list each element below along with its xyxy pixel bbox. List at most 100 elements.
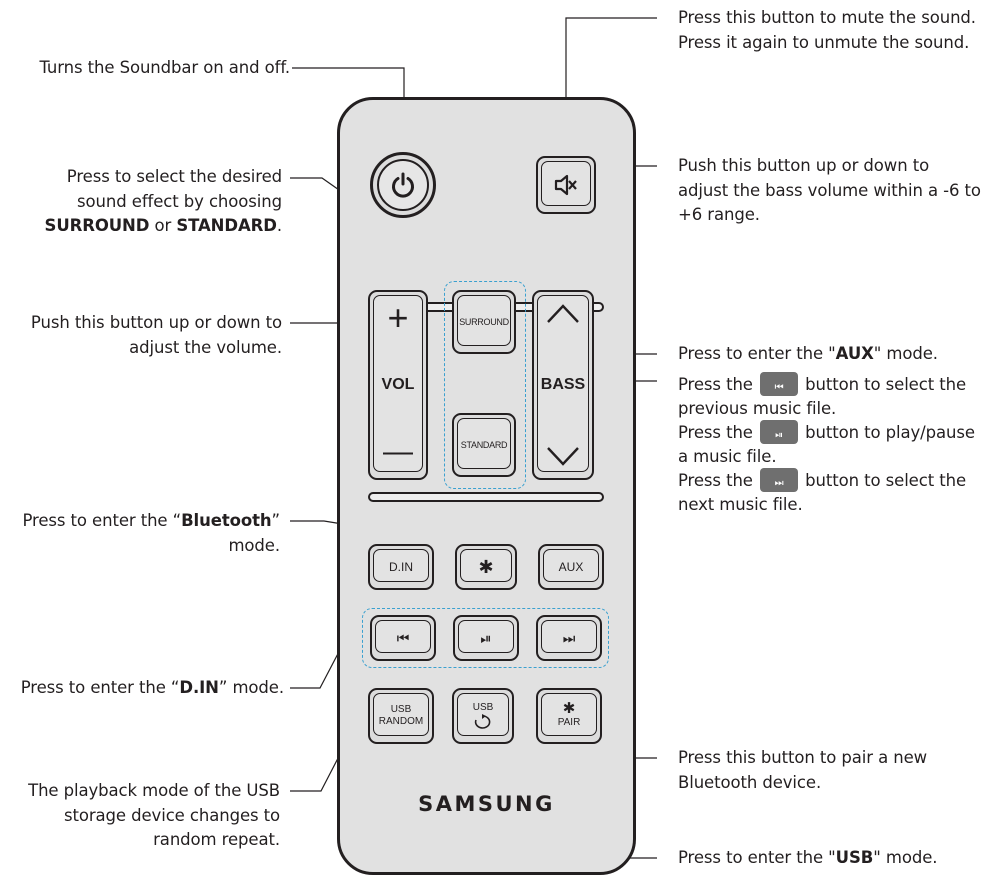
sound-effect-line-2: sound effect by choosing xyxy=(77,191,282,211)
bluetooth-button[interactable]: ✱ xyxy=(455,544,517,590)
playback-group-outline xyxy=(362,608,609,668)
aux-pre: Press to enter the " xyxy=(678,344,836,363)
play-pause-button[interactable]: ⏯ xyxy=(453,615,519,661)
repeat-icon xyxy=(474,714,491,729)
bluetooth-line-1: Press to enter the “Bluetooth” xyxy=(22,509,280,534)
prev-pre: Press the xyxy=(678,375,753,394)
standard-label: STANDARD xyxy=(460,440,508,450)
prev-inline-icon: ⏮ xyxy=(760,372,799,396)
next-post: button to select the xyxy=(805,471,966,490)
usb-description: Press to enter the "USB" mode. xyxy=(678,846,938,871)
power-text: Turns the Soundbar on and off. xyxy=(39,58,290,77)
bass-down-icon xyxy=(547,447,579,466)
usb-post: " mode. xyxy=(873,848,938,867)
playback-description: Press the ⏮ button to select the previou… xyxy=(678,372,975,517)
next-pre: Press the xyxy=(678,471,753,490)
bass-line-2: adjust the bass volume within a -6 to xyxy=(678,180,981,200)
surround-button[interactable]: SURROUND xyxy=(452,290,516,354)
din-post: ” mode. xyxy=(218,678,284,697)
play-post: button to play/pause xyxy=(805,423,975,442)
usb-random-label-1: USB xyxy=(390,704,412,715)
previous-button[interactable]: ⏮ xyxy=(370,615,436,661)
bluetooth-description: Press to enter the “Bluetooth” mode. xyxy=(22,509,280,558)
usb-random-button[interactable]: USB RANDOM xyxy=(368,688,434,744)
sound-effect-line-1: Press to select the desired xyxy=(66,167,282,186)
bass-description: Push this button up or down to adjust th… xyxy=(678,154,981,228)
prev-line-1: Press the ⏮ button to select the xyxy=(678,372,975,397)
aux-post: " mode. xyxy=(873,344,938,363)
pair-button[interactable]: ✱ PAIR xyxy=(536,688,602,744)
or-text: or xyxy=(149,216,177,235)
standard-keyword: STANDARD xyxy=(176,216,277,235)
bluetooth-pre: Press to enter the “ xyxy=(22,511,182,530)
volume-down-icon: — xyxy=(382,435,413,468)
pair-label: PAIR xyxy=(557,717,581,728)
prev-line-2: previous music file. xyxy=(678,399,837,418)
aux-description: Press to enter the "AUX" mode. xyxy=(678,342,938,367)
next-button[interactable]: ⏭ xyxy=(536,615,602,661)
bluetooth-icon: ✱ xyxy=(478,556,494,577)
play-inline-icon: ⏯ xyxy=(760,420,799,444)
prev-post: button to select the xyxy=(805,375,966,394)
pair-description: Press this button to pair a new Bluetoot… xyxy=(678,746,927,795)
usb-button[interactable]: USB xyxy=(452,688,514,744)
aux-label: AUX xyxy=(558,560,584,574)
play-pause-icon: ⏯ xyxy=(480,629,492,646)
din-keyword: D.IN xyxy=(179,678,219,697)
next-line-1: Press the ⏭ button to select the xyxy=(678,468,975,493)
bluetooth-line-2: mode. xyxy=(228,535,280,555)
usb-keyword: USB xyxy=(835,848,874,867)
volume-description: Push this button up or down to adjust th… xyxy=(31,311,282,360)
volume-up-icon: + xyxy=(387,297,409,338)
previous-icon: ⏮ xyxy=(396,629,410,646)
din-button[interactable]: D.IN xyxy=(368,544,434,590)
sound-effect-line-3: SURROUND or STANDARD. xyxy=(44,214,283,239)
power-description: Turns the Soundbar on and off. xyxy=(39,56,290,81)
surround-label: SURROUND xyxy=(459,317,509,327)
din-label: D.IN xyxy=(389,560,413,574)
bluetooth-post: ” xyxy=(271,511,281,530)
standard-button[interactable]: STANDARD xyxy=(452,413,516,477)
volume-line-1: Push this button up or down to xyxy=(30,313,282,332)
power-icon xyxy=(392,172,414,198)
bass-rocker[interactable]: BASS xyxy=(532,290,594,480)
din-description: Press to enter the “D.IN” mode. xyxy=(21,676,284,701)
mute-icon xyxy=(554,174,577,196)
mute-description: Press this button to mute the sound. Pre… xyxy=(678,6,976,55)
pair-line-1: Press this button to pair a new xyxy=(678,748,928,767)
bass-line-1: Push this button up or down to xyxy=(678,156,930,175)
samsung-logo: SAMSUNG xyxy=(418,792,555,816)
mute-button[interactable] xyxy=(536,156,596,214)
period-text: . xyxy=(276,216,282,235)
usb-random-line-1: The playback mode of the USB xyxy=(28,781,280,800)
usb-random-line-3: random repeat. xyxy=(153,830,280,849)
power-button[interactable] xyxy=(370,152,436,218)
volume-rocker[interactable]: + VOL — xyxy=(368,290,428,480)
usb-label: USB xyxy=(472,702,494,713)
remote-control-body: + VOL — SURROUND STANDARD BASS xyxy=(337,97,636,875)
usb-pre: Press to enter the " xyxy=(678,848,836,867)
bass-up-icon xyxy=(547,304,579,323)
bass-label: BASS xyxy=(540,376,586,393)
volume-label: VOL xyxy=(381,376,415,393)
next-inline-icon: ⏭ xyxy=(760,468,799,492)
bluetooth-keyword: Bluetooth xyxy=(181,511,272,530)
pair-bluetooth-icon: ✱ xyxy=(562,700,576,717)
sound-effect-group-outline xyxy=(444,281,526,489)
mute-line-1: Press this button to mute the sound. xyxy=(678,8,976,27)
aux-button[interactable]: AUX xyxy=(538,544,604,590)
bass-line-3: +6 range. xyxy=(678,205,760,224)
usb-random-label-2: RANDOM xyxy=(378,716,424,727)
next-line-2: next music file. xyxy=(678,495,803,514)
sound-effect-description: Press to select the desired sound effect… xyxy=(44,165,283,239)
next-icon: ⏭ xyxy=(562,629,576,646)
surround-keyword: SURROUND xyxy=(44,216,150,235)
usb-random-line-2: storage device changes to xyxy=(64,805,280,825)
play-pre: Press the xyxy=(678,423,753,442)
aux-keyword: AUX xyxy=(835,344,874,363)
volume-line-2: adjust the volume. xyxy=(129,337,282,357)
pair-line-2: Bluetooth device. xyxy=(678,772,822,792)
divider-slot-bottom xyxy=(368,492,604,502)
play-line-2: a music file. xyxy=(678,447,777,466)
